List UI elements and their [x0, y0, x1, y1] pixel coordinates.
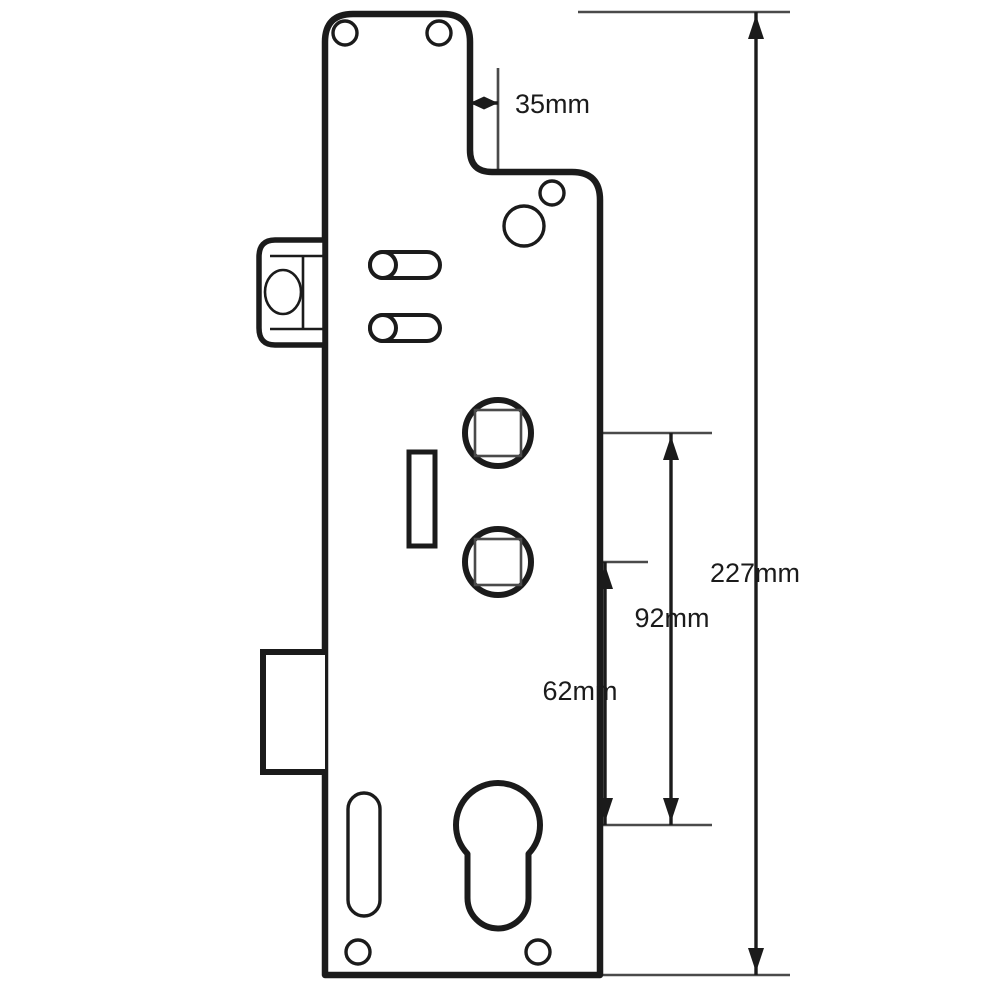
- keyhole-shape: [453, 780, 543, 932]
- slot-hole-upper-end-circle: [368, 250, 398, 280]
- fixing-hole-top-left: [331, 19, 359, 47]
- slot-holes: [368, 250, 442, 343]
- dimension-227mm-arrow-bottom: [748, 948, 764, 972]
- latch-bolt-outline: [256, 237, 328, 348]
- spindle-upper-circle: [462, 397, 534, 469]
- fixing-hole-bottom-right: [524, 938, 552, 966]
- dimension-227mm-arrow-top: [748, 15, 764, 39]
- dead-bolt-outline: [260, 649, 325, 775]
- dimension-35mm-label: 35mm: [515, 89, 590, 119]
- slot-hole-lower-end-circle: [368, 313, 398, 343]
- euro-cylinder-keyhole: [453, 780, 543, 932]
- vertical-slot-shape: [346, 791, 382, 918]
- latch-bolt-hub-ellipse: [263, 268, 303, 316]
- dimension-92mm-arrow-bottom: [663, 798, 679, 822]
- fixing-hole-bottom-left: [344, 938, 372, 966]
- dimension-62mm: 62mm: [542, 562, 618, 825]
- dimension-62mm-label: 62mm: [542, 676, 617, 706]
- dimension-92mm: 92mm: [634, 433, 710, 825]
- spindle-upper-square: [473, 408, 523, 458]
- dimension-92mm-arrow-top: [663, 436, 679, 460]
- fixing-hole-step-large: [502, 204, 546, 248]
- vertical-slot: [346, 791, 382, 918]
- spindle-lower-circle: [462, 526, 534, 598]
- fixing-hole-top-right: [425, 19, 453, 47]
- dimension-227mm: 227mm: [710, 12, 800, 975]
- latch-bolt-detail: [263, 254, 325, 331]
- rectangular-aperture: [406, 449, 438, 549]
- fixing-hole-step-small: [538, 179, 566, 207]
- dimension-35mm: 35mm: [470, 89, 590, 119]
- dimension-227mm-label: 227mm: [710, 558, 800, 588]
- spindle-lower: [462, 526, 534, 598]
- spindle-lower-square: [473, 537, 523, 587]
- dimension-62mm-arrow-top: [597, 565, 613, 589]
- latch-bolt: [256, 237, 328, 348]
- dimension-92mm-label: 92mm: [634, 603, 709, 633]
- dimension-35mm-arrow-left: [470, 96, 484, 110]
- fixing-holes: [331, 19, 566, 966]
- spindle-upper: [462, 397, 534, 469]
- dimension-35mm-arrow-right: [484, 96, 498, 110]
- dimension-62mm-arrow-bottom: [597, 798, 613, 822]
- dead-bolt: [260, 649, 325, 775]
- rectangular-aperture-shape: [406, 449, 438, 549]
